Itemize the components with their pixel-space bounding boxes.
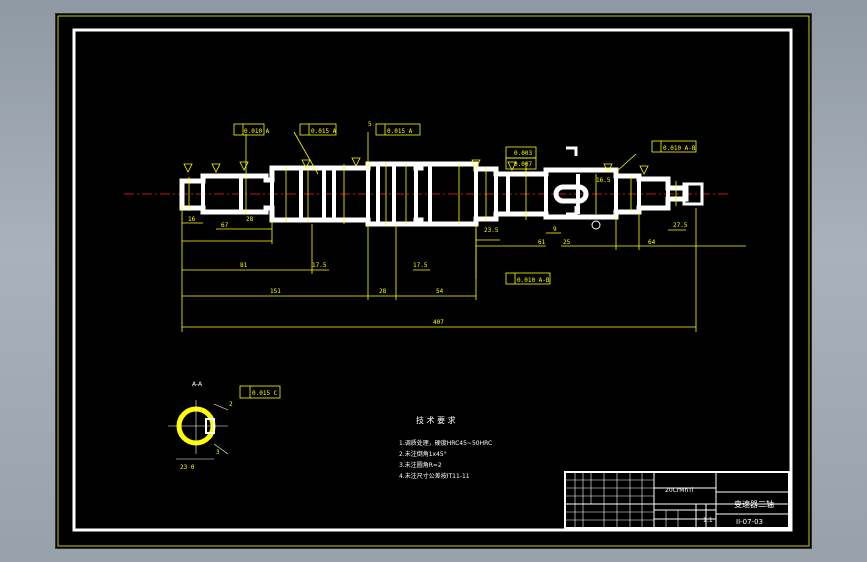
svg-text:54: 54 [436, 288, 444, 295]
section-label: A-A [192, 381, 203, 388]
diameter-dims [188, 162, 677, 226]
svg-text:2.未注倒角1x45°: 2.未注倒角1x45° [399, 450, 447, 458]
svg-text:4.未注尺寸公差按IT11-11: 4.未注尺寸公差按IT11-11 [399, 472, 470, 480]
svg-text:0.010 A-B: 0.010 A-B [517, 277, 550, 284]
svg-text:407: 407 [433, 319, 444, 326]
tolerance-frame-5: 0.010 A-B [505, 272, 551, 285]
drawing-frame [72, 28, 793, 532]
section-centerlines [168, 400, 229, 460]
engineering-drawing: 0.010 A 0.015 A 0.015 A 0.010 A-B 0.010 … [57, 15, 810, 547]
svg-text:技 术 要 求: 技 术 要 求 [416, 415, 456, 425]
svg-text:27.5: 27.5 [673, 222, 688, 229]
svg-text:3.未注圆角R=2: 3.未注圆角R=2 [399, 461, 442, 469]
linear-dims [181, 204, 746, 332]
svg-text:67: 67 [221, 222, 229, 229]
svg-text:17.5: 17.5 [312, 262, 327, 269]
svg-text:25: 25 [563, 239, 571, 246]
svg-text:61: 61 [538, 239, 546, 246]
svg-text:0.010 A: 0.010 A [244, 128, 270, 135]
tolerance-frame-7: 0.003 0.007 [505, 146, 537, 170]
svg-text:17.5: 17.5 [413, 262, 428, 269]
datum-markers [183, 157, 649, 175]
section-dim-23: 23 0 [180, 464, 195, 471]
tolerance-frame-3: 0.015 A [375, 123, 421, 136]
scale-label: 1:1 [703, 517, 713, 524]
section-mark [566, 146, 578, 216]
svg-text:28: 28 [379, 288, 387, 295]
svg-text:28: 28 [246, 216, 254, 223]
svg-text:64: 64 [648, 239, 656, 246]
svg-text:0.015 A: 0.015 A [387, 128, 413, 135]
material-label: 20CrMnTi [665, 487, 694, 494]
part-name: 变速器二轴 [734, 499, 774, 509]
technical-requirements: 技 术 要 求 1.调质处理，硬度HRC45~50HRC 2.未注倒角1x45°… [399, 415, 492, 480]
svg-text:16: 16 [188, 216, 196, 223]
dimension-labels: 16 67 28 81 17.5 17.5 151 28 54 407 23.5… [188, 121, 688, 326]
svg-text:0.007: 0.007 [514, 161, 532, 168]
right-end-journal [682, 182, 704, 206]
svg-text:16.5: 16.5 [596, 177, 611, 184]
surface-finish-circle [591, 220, 601, 230]
tolerance-frame-1: 0.010 A [233, 123, 270, 136]
svg-text:0.015 A: 0.015 A [311, 128, 337, 135]
title-block-grid [565, 472, 679, 528]
sheet-border [57, 15, 810, 547]
svg-text:81: 81 [240, 262, 248, 269]
svg-text:23.5: 23.5 [484, 227, 499, 234]
svg-text:0.003: 0.003 [514, 150, 532, 157]
section-dim-3: 3 [216, 449, 220, 456]
svg-text:151: 151 [270, 288, 281, 295]
svg-text:0.015 C: 0.015 C [252, 390, 278, 397]
drawing-number: II-07-03 [736, 518, 763, 526]
cad-viewport[interactable]: 0.010 A 0.015 A 0.015 A 0.010 A-B 0.010 … [55, 13, 812, 549]
section-dim-2: 2 [229, 401, 233, 408]
svg-text:1.调质处理，硬度HRC45~50HRC: 1.调质处理，硬度HRC45~50HRC [399, 439, 492, 447]
tolerance-frame-2: 0.015 A [299, 123, 337, 136]
title-block [564, 471, 790, 529]
tolerance-frame-4: 0.010 A-B [651, 140, 697, 153]
svg-text:9: 9 [553, 226, 557, 233]
tolerance-frame-6: 0.015 C [239, 385, 281, 399]
svg-text:5: 5 [368, 121, 372, 128]
svg-text:0.010 A-B: 0.010 A-B [663, 145, 696, 152]
shaft-step-lines [201, 162, 670, 226]
keyway-slot [553, 184, 589, 204]
